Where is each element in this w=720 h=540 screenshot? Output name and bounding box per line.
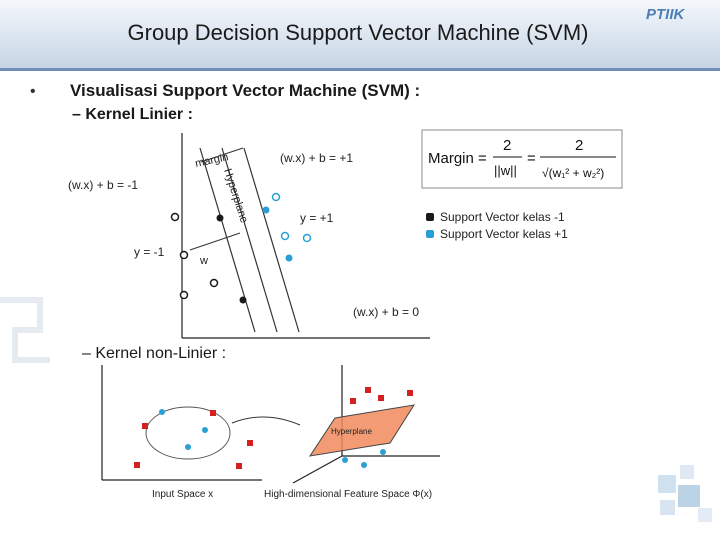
blue-point [342, 457, 348, 463]
minus-plane-label: (w.x) + b = -1 [68, 178, 138, 192]
header-rule [0, 68, 720, 71]
formula-eq: = [527, 150, 536, 167]
bullet-dot: • [30, 83, 36, 100]
neg-support-vector [239, 296, 247, 304]
neg-support-vector [216, 214, 224, 222]
blue-point [202, 427, 208, 433]
mapping-arrow [231, 416, 301, 426]
blue-point [361, 462, 367, 468]
feature-blue-points [342, 449, 386, 468]
legend-pos-swatch [426, 230, 434, 238]
formula-den1: ||w|| [494, 163, 517, 178]
red-point [350, 398, 356, 404]
red-point [407, 390, 413, 396]
y-minus-label: y = -1 [134, 245, 165, 259]
input-red-points [134, 410, 253, 469]
bullet-heading: Visualisasi Support Vector Machine (SVM)… [70, 81, 421, 100]
sub-heading-nonlinear: – Kernel non-Linier : [82, 345, 227, 362]
neg-point [179, 290, 189, 300]
nonlinear-boundary [145, 406, 231, 460]
red-point [365, 387, 371, 393]
legend-neg-label: Support Vector kelas -1 [440, 210, 565, 224]
feature-y-axis [292, 455, 343, 484]
feature-space-label: High-dimensional Feature Space Φ(x) [264, 489, 432, 500]
red-point [247, 440, 253, 446]
background-decoration [0, 297, 50, 363]
input-space-label: Input Space x [152, 489, 213, 500]
blue-point [159, 409, 165, 415]
y-plus-label: y = +1 [300, 211, 334, 225]
corner-decoration [658, 465, 712, 522]
pos-support-vector [262, 206, 270, 214]
blue-point [380, 449, 386, 455]
header-band [0, 0, 720, 68]
input-blue-points [159, 409, 208, 450]
w-label: w [199, 255, 208, 267]
formula-num1: 2 [503, 137, 511, 154]
red-point [236, 463, 242, 469]
margin-label: margin [194, 151, 229, 170]
red-point [142, 423, 148, 429]
pos-point [271, 192, 281, 202]
neg-point [170, 212, 180, 222]
feature-hyperplane-label: Hyperplane [331, 427, 372, 436]
red-point [378, 395, 384, 401]
neg-point [179, 250, 189, 260]
red-point [210, 410, 216, 416]
neg-point [209, 278, 219, 288]
w-vector-arrow [189, 232, 241, 251]
plus-plane-label: (w.x) + b = +1 [280, 151, 353, 165]
legend-neg-swatch [426, 213, 434, 221]
red-point [134, 462, 140, 468]
formula-box [421, 129, 623, 189]
pos-support-vector [285, 254, 293, 262]
hyperplane-line [221, 147, 278, 333]
pos-point [302, 233, 312, 243]
positive-points [262, 192, 312, 262]
blue-point [185, 444, 191, 450]
formula-num2: 2 [575, 137, 583, 154]
formula-den2: √(w₁² + w₂²) [542, 166, 604, 180]
feature-red-points [350, 387, 413, 404]
slide-title: Group Decision Support Vector Machine (S… [127, 20, 589, 45]
hyperplane-label: Hyperplane [221, 167, 250, 224]
feature-hyperplane [308, 404, 416, 457]
plus-boundary-line [243, 147, 300, 333]
zero-plane-label: (w.x) + b = 0 [353, 305, 419, 319]
ptiik-logo: PTIIK [646, 6, 685, 23]
pos-point [280, 231, 290, 241]
legend-pos-label: Support Vector kelas +1 [440, 227, 568, 241]
sub-heading-linear: – Kernel Linier : [72, 106, 193, 123]
margin-arrow [200, 147, 244, 163]
formula-prefix: Margin = [428, 150, 487, 167]
negative-points [170, 212, 247, 304]
